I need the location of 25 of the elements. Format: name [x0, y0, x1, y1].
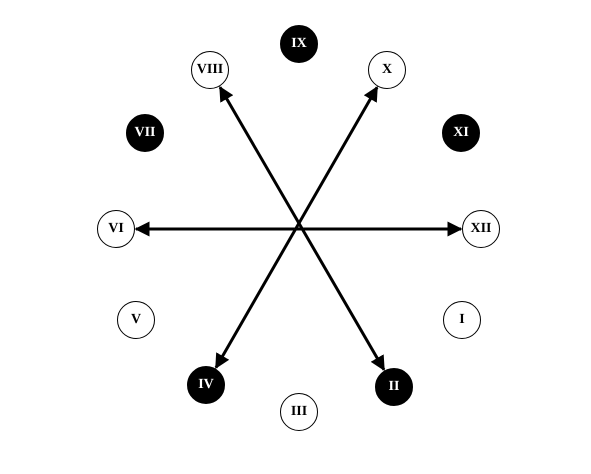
numeral-label: IX: [291, 36, 307, 52]
numeral-circle: [442, 114, 480, 152]
numeral-circle: [97, 210, 135, 248]
numeral-circle: [443, 301, 481, 339]
numeral-label: IV: [198, 377, 214, 393]
numeral-circle: [280, 25, 318, 63]
numeral-circle: [117, 301, 155, 339]
numeral-label: XI: [453, 125, 469, 141]
numeral-circle: [191, 51, 229, 89]
numeral-circle: [126, 114, 164, 152]
numeral-label: V: [130, 312, 142, 328]
numeral-circle: [462, 210, 500, 248]
numeral-label: VIII: [196, 62, 224, 78]
numeral-label: III: [290, 404, 308, 420]
numeral-label: XII: [470, 221, 492, 237]
numeral-label: X: [382, 62, 392, 78]
numeral-circle: [375, 368, 413, 406]
numeral-circle: [280, 393, 318, 431]
numeral-label: I: [459, 312, 465, 328]
double-arrow: [134, 222, 462, 236]
numeral-label: VI: [108, 221, 124, 237]
numeral-circle: [368, 51, 406, 89]
numeral-label: VII: [134, 125, 156, 141]
numeral-label: II: [388, 379, 400, 395]
numeral-circle: [187, 366, 225, 404]
